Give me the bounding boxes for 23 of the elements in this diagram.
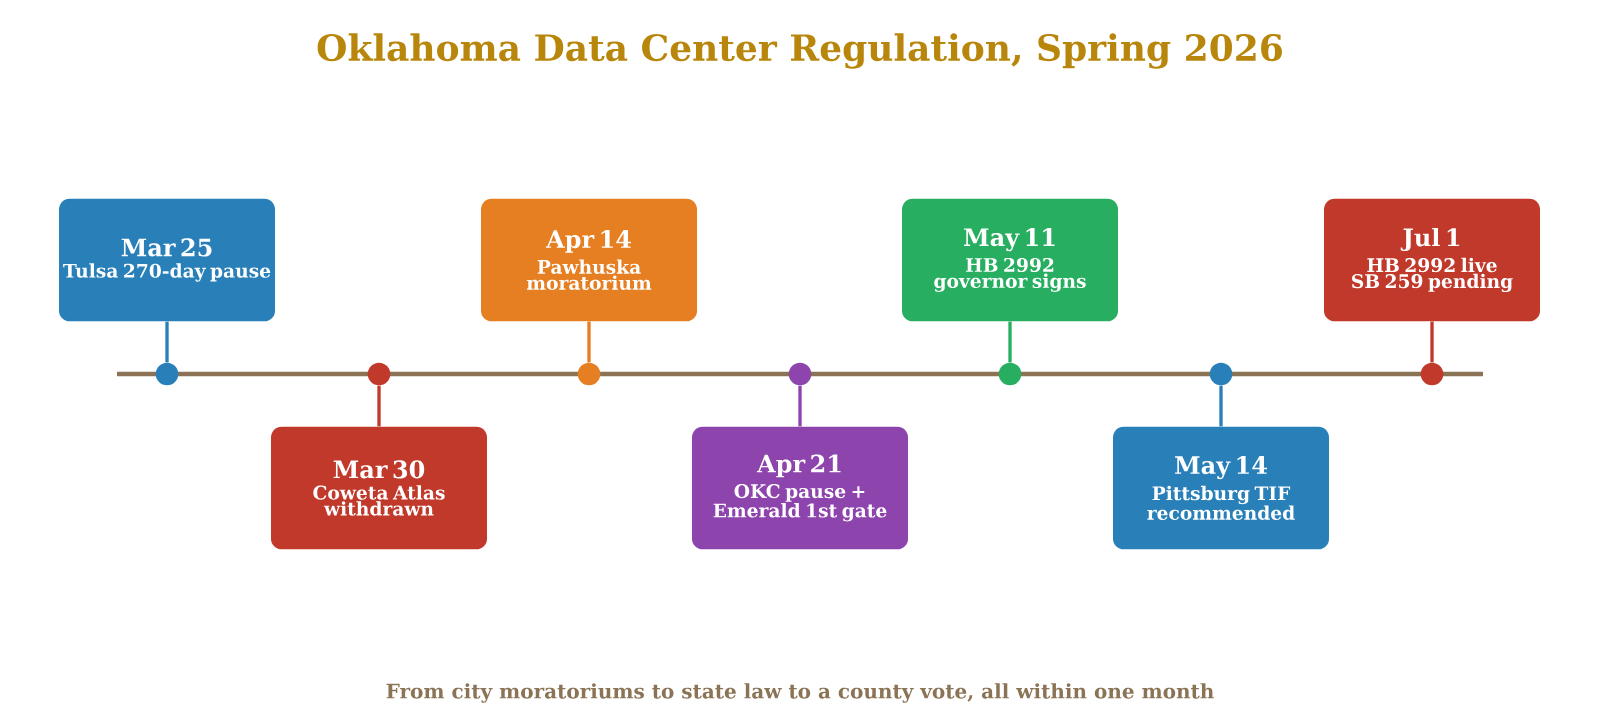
connector-line <box>377 385 381 427</box>
timeline-dot <box>155 362 179 386</box>
caption: From city moratoriums to state law to a county vote, all within one month <box>386 683 1214 703</box>
event-card: Mar 25 Tulsa 270-day pause <box>59 198 275 322</box>
connector-line <box>587 321 591 363</box>
connector-line <box>1008 321 1012 363</box>
connector-line <box>165 321 169 363</box>
timeline-dot <box>577 362 601 386</box>
timeline-dot <box>367 362 391 386</box>
timeline-dot <box>788 362 812 386</box>
event-card: Apr 21 OKC pause + Emerald 1st gate <box>692 426 908 550</box>
connector-line <box>1219 385 1223 427</box>
timeline-dot <box>1209 362 1233 386</box>
timeline-dot <box>998 362 1022 386</box>
timeline-dot <box>1420 362 1444 386</box>
event-card: Mar 30 Coweta Atlas withdrawn <box>271 426 487 550</box>
title: Oklahoma Data Center Regulation, Spring 2026 <box>317 33 1282 69</box>
event-card: Jul 1 HB 2992 live SB 259 pending <box>1324 198 1540 322</box>
connector-line <box>1430 321 1434 363</box>
event-card: May 14 Pittsburg TIF recommended <box>1113 426 1329 550</box>
connector-line <box>798 385 802 427</box>
event-card: Apr 14 Pawhuska moratorium <box>481 198 697 322</box>
event-card: May 11 HB 2992 governor signs <box>902 198 1118 322</box>
